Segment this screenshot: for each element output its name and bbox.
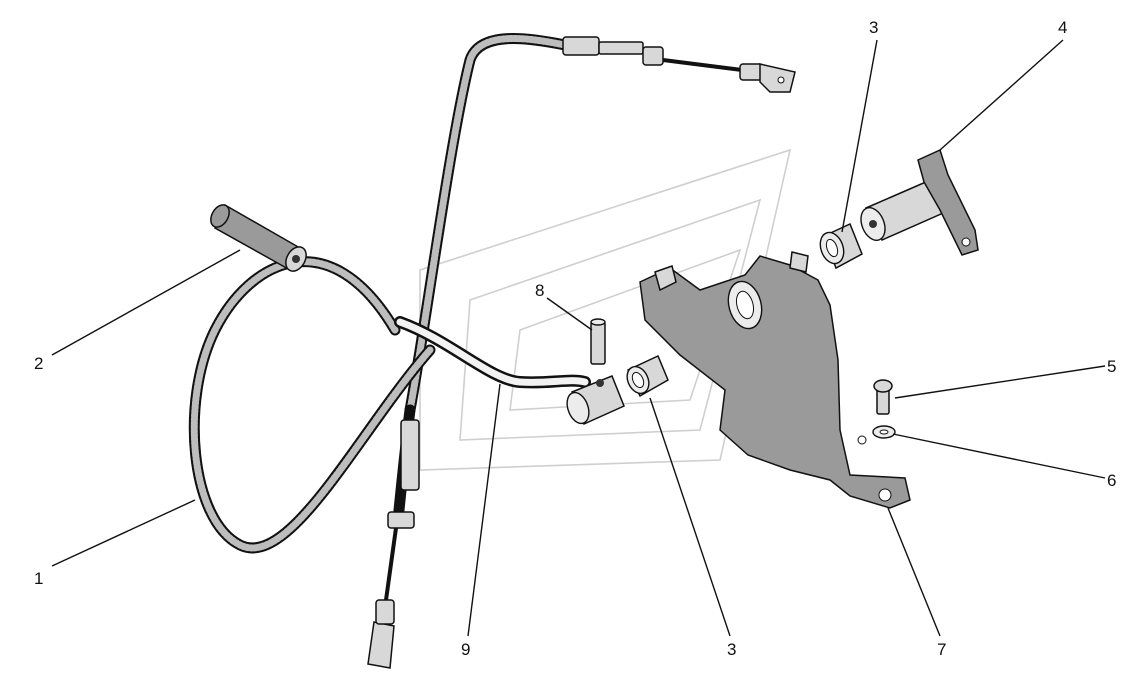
grip-sleeve-part-2	[210, 203, 307, 272]
shaft-lever-part-4	[860, 148, 979, 256]
callout-7: 7	[937, 640, 946, 659]
callout-4: 4	[1058, 18, 1067, 37]
callout-3-upper: 3	[869, 18, 878, 37]
leader-lines	[51, 39, 1106, 637]
pin-part-8	[590, 318, 606, 365]
bushing-part-3-lower	[626, 354, 669, 398]
pipe-part-9	[394, 316, 625, 426]
callout-8: 8	[535, 281, 544, 300]
bracket-part-7	[639, 251, 911, 509]
callout-5: 5	[1107, 357, 1116, 376]
washer-part-6	[872, 425, 896, 439]
callout-labels: 1 2 3 3 4 5 6 7 8 9	[34, 18, 1116, 659]
callout-9: 9	[461, 640, 470, 659]
callout-3-lower: 3	[727, 640, 736, 659]
callout-2: 2	[34, 354, 43, 373]
callout-1: 1	[34, 569, 43, 588]
bushing-part-3-upper	[819, 222, 863, 270]
control-cable-lower	[367, 404, 420, 669]
callout-6: 6	[1107, 471, 1116, 490]
bolt-part-5	[873, 379, 893, 415]
